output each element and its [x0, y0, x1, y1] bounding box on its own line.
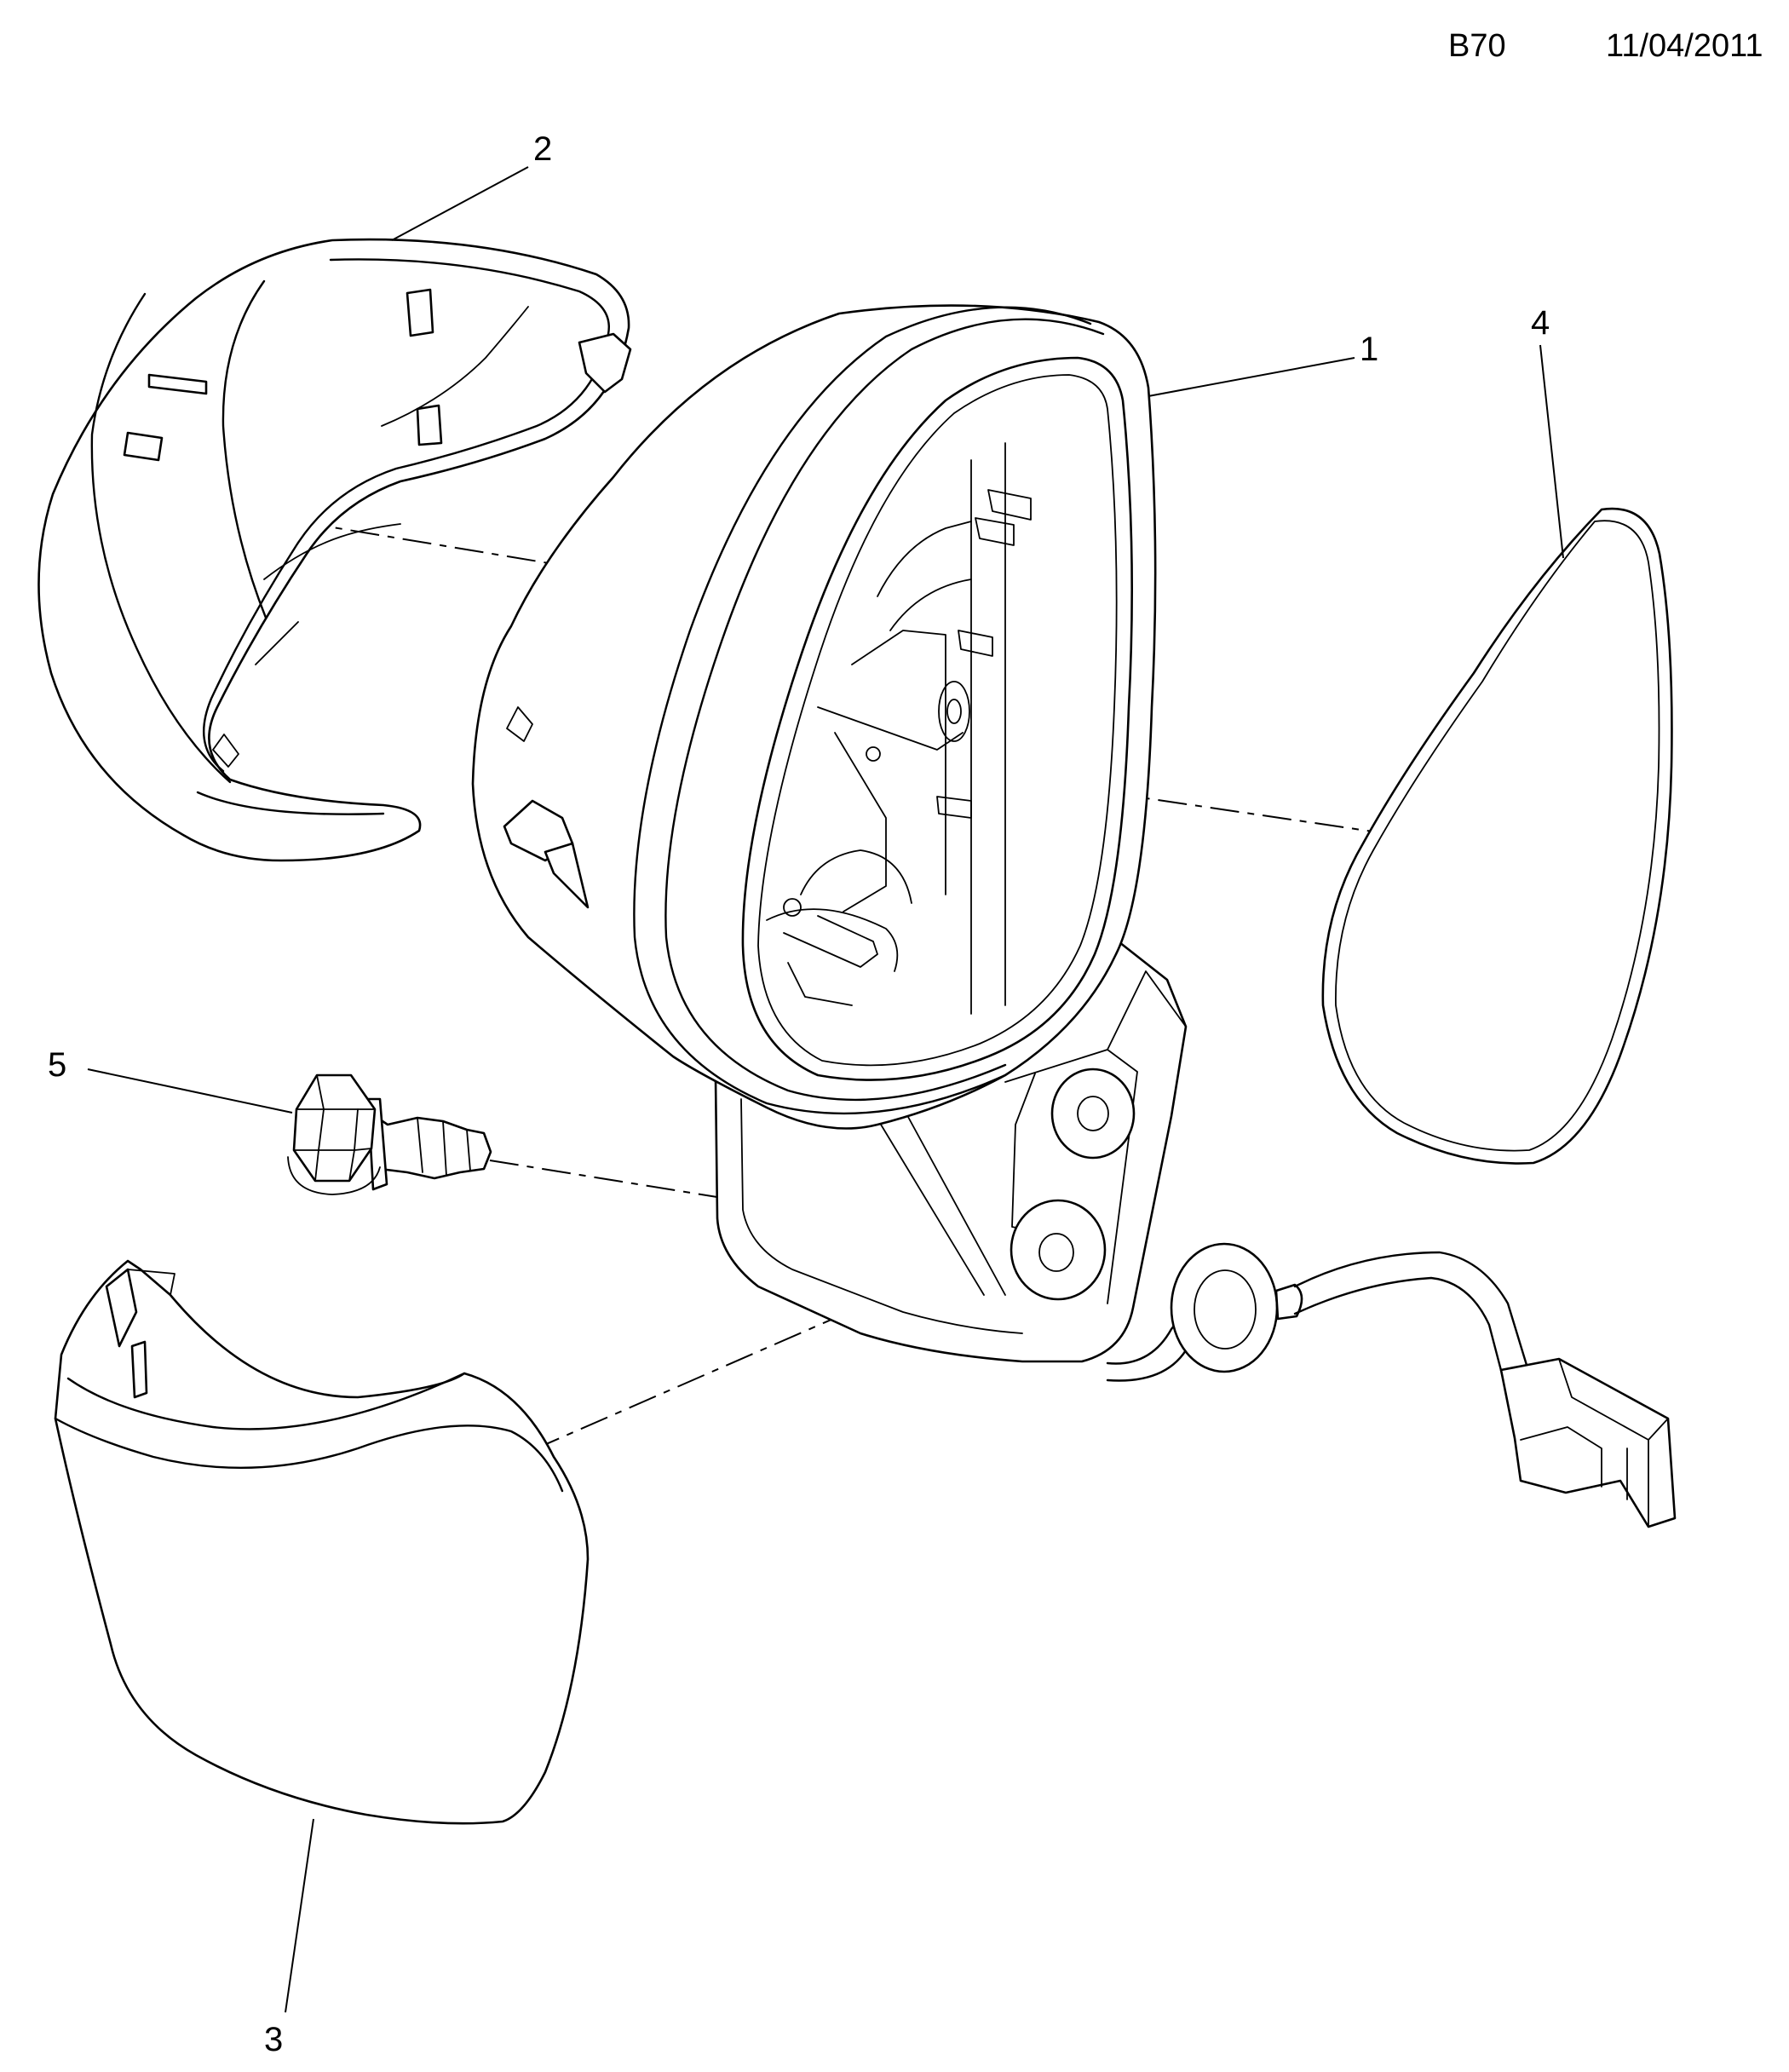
leader-5	[87, 1068, 293, 1114]
callout-4: 4	[1531, 304, 1550, 342]
leader-1	[1148, 357, 1355, 397]
part-1-mirror-housing	[471, 304, 1677, 1528]
leader-3	[285, 1818, 314, 2013]
part-2-upper-cover	[37, 238, 632, 862]
callout-5: 5	[48, 1046, 66, 1084]
leader-4	[1539, 344, 1564, 559]
callout-3: 3	[264, 2021, 283, 2058]
axis-glass	[791, 745, 1385, 834]
callout-1: 1	[1360, 331, 1378, 368]
diagram-code: B70	[1448, 28, 1506, 64]
callout-2: 2	[533, 130, 552, 168]
part-3-lower-cover	[54, 1259, 590, 1825]
leader-lines	[87, 166, 1564, 2013]
diagram-date: 11/04/2011	[1606, 28, 1763, 64]
part-4-mirror-glass	[1321, 507, 1673, 1165]
part-5-screw	[287, 1073, 492, 1195]
leader-2	[391, 166, 529, 241]
